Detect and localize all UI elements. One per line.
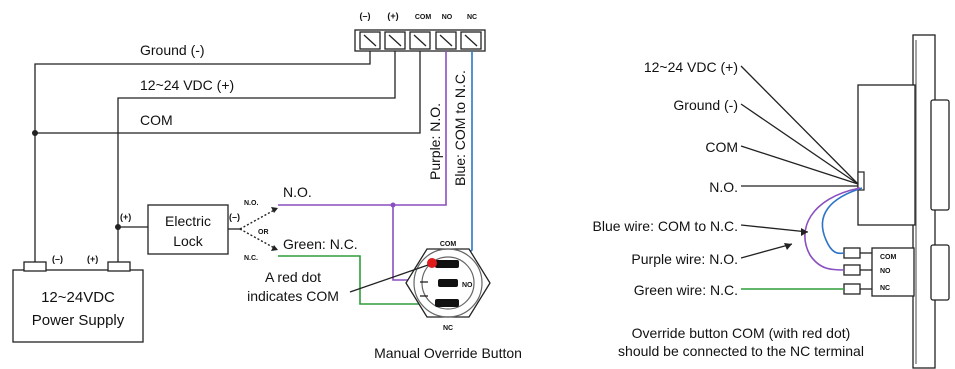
button-housing xyxy=(857,84,950,226)
right-blue-wire xyxy=(821,187,863,255)
right-terminal-com: COM xyxy=(880,254,897,261)
supply-neg-label: (–) xyxy=(52,254,63,264)
blue-vertical-label: Blue: COM to N.C. xyxy=(452,70,468,186)
right-label-no: N.O. xyxy=(709,179,738,195)
terminal-label-nc: NC xyxy=(467,14,477,21)
right-terminal-nc: NC xyxy=(880,285,890,292)
terminal-neg xyxy=(359,31,381,50)
com-label: COM xyxy=(140,112,173,128)
vdc-label: 12~24 VDC (+) xyxy=(140,77,234,93)
terminal-label-pos: (+) xyxy=(387,11,398,21)
junction-dot xyxy=(115,224,121,230)
right-label-com: COM xyxy=(705,139,738,155)
right-label-ground: Ground (-) xyxy=(673,97,738,113)
terminal-com xyxy=(409,31,431,50)
right-wire-arrows xyxy=(740,224,809,259)
ground-wire xyxy=(34,51,371,262)
button-caption: Manual Override Button xyxy=(374,345,522,361)
switch-or: OR xyxy=(258,229,269,236)
right-label-blue: Blue wire: COM to N.C. xyxy=(593,218,738,234)
right-note-line2: should be connected to the NC terminal xyxy=(618,343,864,359)
right-label-green: Green wire: N.C. xyxy=(634,282,738,298)
button-com-label: COM xyxy=(440,241,457,248)
terminal-pos xyxy=(384,31,406,50)
junction-dot xyxy=(32,130,38,136)
right-note-line1: Override button COM (with red dot) xyxy=(632,325,851,341)
electric-lock-line1: Electric xyxy=(165,213,211,229)
green-wire xyxy=(278,255,440,305)
terminal-nc xyxy=(460,31,482,50)
terminal-block xyxy=(354,29,486,52)
switch-selector xyxy=(228,207,279,251)
supply-line1: 12~24VDC xyxy=(41,289,115,306)
right-purple-wire xyxy=(804,187,861,271)
button-nc-label: NC xyxy=(443,325,453,332)
red-dot-icon xyxy=(427,258,437,268)
switch-nc-label: Green: N.C. xyxy=(283,236,358,252)
lock-plus-label: (+) xyxy=(120,212,131,222)
supply-line2: Power Supply xyxy=(32,312,125,329)
electric-lock-line2: Lock xyxy=(173,233,204,249)
power-supply xyxy=(12,261,144,343)
terminal-bracket xyxy=(843,244,950,301)
terminal-label-no: NO xyxy=(442,14,453,21)
right-label-vdc: 12~24 VDC (+) xyxy=(644,59,738,75)
button-no-label: NO xyxy=(462,282,473,289)
switch-no-label: N.O. xyxy=(283,184,312,200)
terminal-label-neg: (–) xyxy=(360,11,371,21)
switch-no-small: N.O. xyxy=(244,200,258,207)
com-wire xyxy=(35,51,421,134)
ground-label: Ground (-) xyxy=(140,42,205,58)
terminal-label-com: COM xyxy=(415,14,432,21)
red-dot-note-line1: A red dot xyxy=(265,269,321,285)
override-button xyxy=(405,248,491,318)
right-terminal-no: NO xyxy=(880,268,891,275)
red-dot-note-line2: indicates COM xyxy=(247,288,339,304)
right-label-purple: Purple wire: N.O. xyxy=(631,251,738,267)
supply-pos-label: (+) xyxy=(87,254,98,264)
right-pointer-lines xyxy=(740,65,859,187)
red-dot-pointer xyxy=(349,264,429,293)
terminal-no xyxy=(435,31,457,50)
vdc-wire xyxy=(117,51,396,262)
lock-minus-label: (–) xyxy=(229,212,240,222)
switch-nc-small: N.C. xyxy=(244,255,258,262)
mounting-plate xyxy=(912,34,936,369)
purple-vertical-label: Purple: N.O. xyxy=(427,103,443,180)
